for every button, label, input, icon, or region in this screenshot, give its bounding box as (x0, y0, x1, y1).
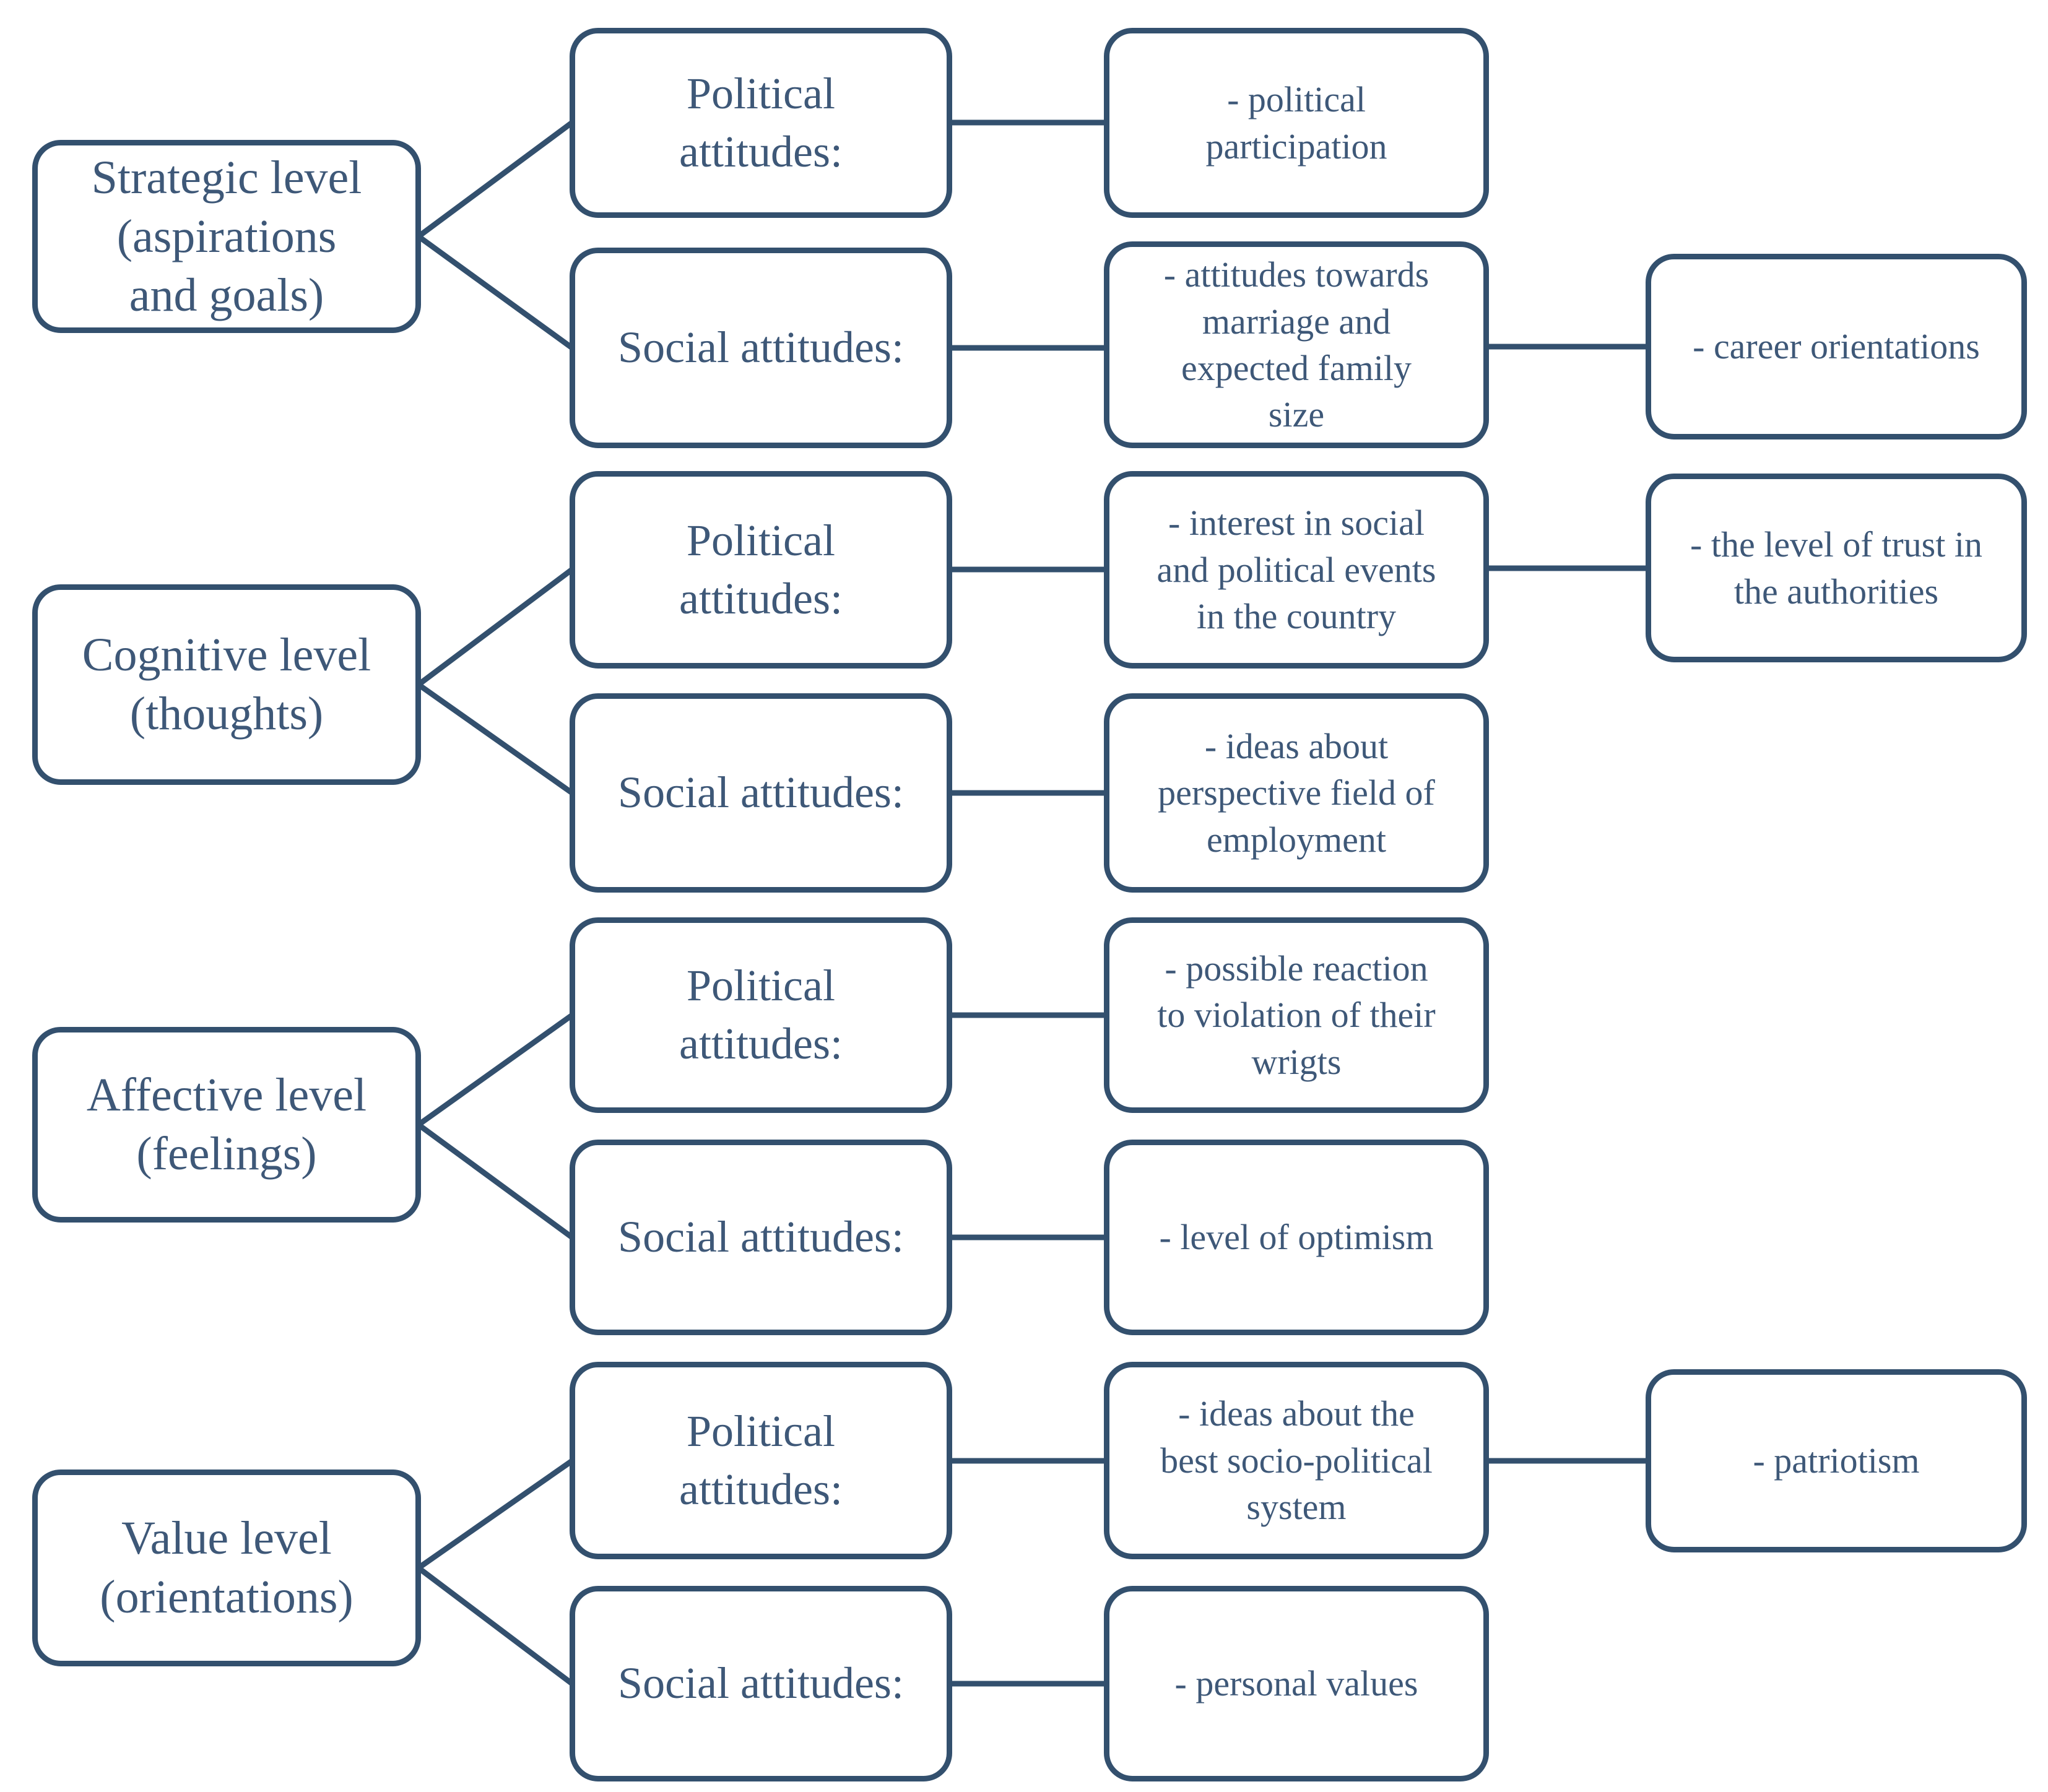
detail-box-affective-political: - possible reaction to violation of thei… (1104, 917, 1489, 1113)
detail-box-strategic-political: - political participation (1104, 28, 1489, 218)
connector (417, 1565, 574, 1686)
detail-label: - possible reaction to violation of thei… (1157, 948, 1436, 1082)
level-box-strategic: Strategic level (aspirations and goals) (32, 140, 421, 333)
level-label: Value level (orientations) (100, 1512, 354, 1623)
connector (417, 1458, 574, 1570)
level-label: Affective level (feelings) (86, 1069, 367, 1180)
level-box-affective: Affective level (feelings) (32, 1027, 421, 1223)
detail-label: - ideas about perspective field of emplo… (1158, 725, 1435, 860)
detail-label: - level of optimism (1159, 1217, 1434, 1258)
attitude-label: Political attitudes: (679, 1406, 843, 1514)
detail-label: - interest in social and political event… (1156, 503, 1436, 637)
extra-box-strategic-social: - career orientations (1646, 254, 2027, 439)
connector (417, 567, 574, 687)
attitude-box-cognitive-social: Social attitudes: (570, 693, 952, 893)
level-label: Cognitive level (thoughts) (82, 629, 371, 740)
connector (417, 234, 574, 350)
detail-box-cognitive-social: - ideas about perspective field of emplo… (1104, 693, 1489, 893)
detail-label: - attitudes towards marriage and expecte… (1163, 254, 1430, 435)
connector (417, 682, 574, 795)
extra-label: - career orientations (1693, 326, 1980, 367)
extra-label: - patriotism (1753, 1440, 1920, 1481)
attitude-box-cognitive-political: Political attitudes: (570, 471, 952, 669)
level-box-value: Value level (orientations) (32, 1470, 421, 1666)
attitude-label: Political attitudes: (679, 515, 843, 623)
level-box-cognitive: Cognitive level (thoughts) (32, 584, 421, 785)
attitude-box-strategic-social: Social attitudes: (570, 248, 952, 448)
attitude-box-value-social: Social attitudes: (570, 1586, 952, 1781)
extra-box-value-political: - patriotism (1646, 1369, 2027, 1552)
attitude-box-strategic-political: Political attitudes: (570, 28, 952, 218)
detail-label: - political participation (1205, 79, 1387, 167)
detail-label: - ideas about the best socio-political s… (1160, 1393, 1433, 1528)
detail-label: - personal values (1174, 1663, 1418, 1704)
detail-box-cognitive-political: - interest in social and political event… (1104, 471, 1489, 669)
level-label: Strategic level (aspirations and goals) (91, 151, 362, 321)
attitude-label: Social attitudes: (618, 768, 904, 818)
attitude-box-affective-political: Political attitudes: (570, 917, 952, 1113)
attitude-label: Social attitudes: (618, 1658, 904, 1708)
attitude-label: Political attitudes: (679, 961, 843, 1068)
attitude-box-value-political: Political attitudes: (570, 1362, 952, 1559)
extra-label: - the level of trust in the authorities (1690, 524, 1982, 612)
extra-box-cognitive-political: - the level of trust in the authorities (1646, 474, 2027, 662)
detail-box-affective-social: - level of optimism (1104, 1140, 1489, 1335)
attitude-label: Social attitudes: (618, 322, 904, 373)
attitude-label: Political attitudes: (679, 68, 843, 176)
detail-box-strategic-social: - attitudes towards marriage and expecte… (1104, 241, 1489, 448)
detail-box-value-social: - personal values (1104, 1586, 1489, 1781)
attitude-box-affective-social: Social attitudes: (570, 1140, 952, 1335)
attitude-label: Social attitudes: (618, 1212, 904, 1262)
connector (417, 1122, 574, 1240)
connector (417, 1013, 574, 1127)
detail-box-value-political: - ideas about the best socio-political s… (1104, 1362, 1489, 1559)
connector (417, 120, 574, 239)
